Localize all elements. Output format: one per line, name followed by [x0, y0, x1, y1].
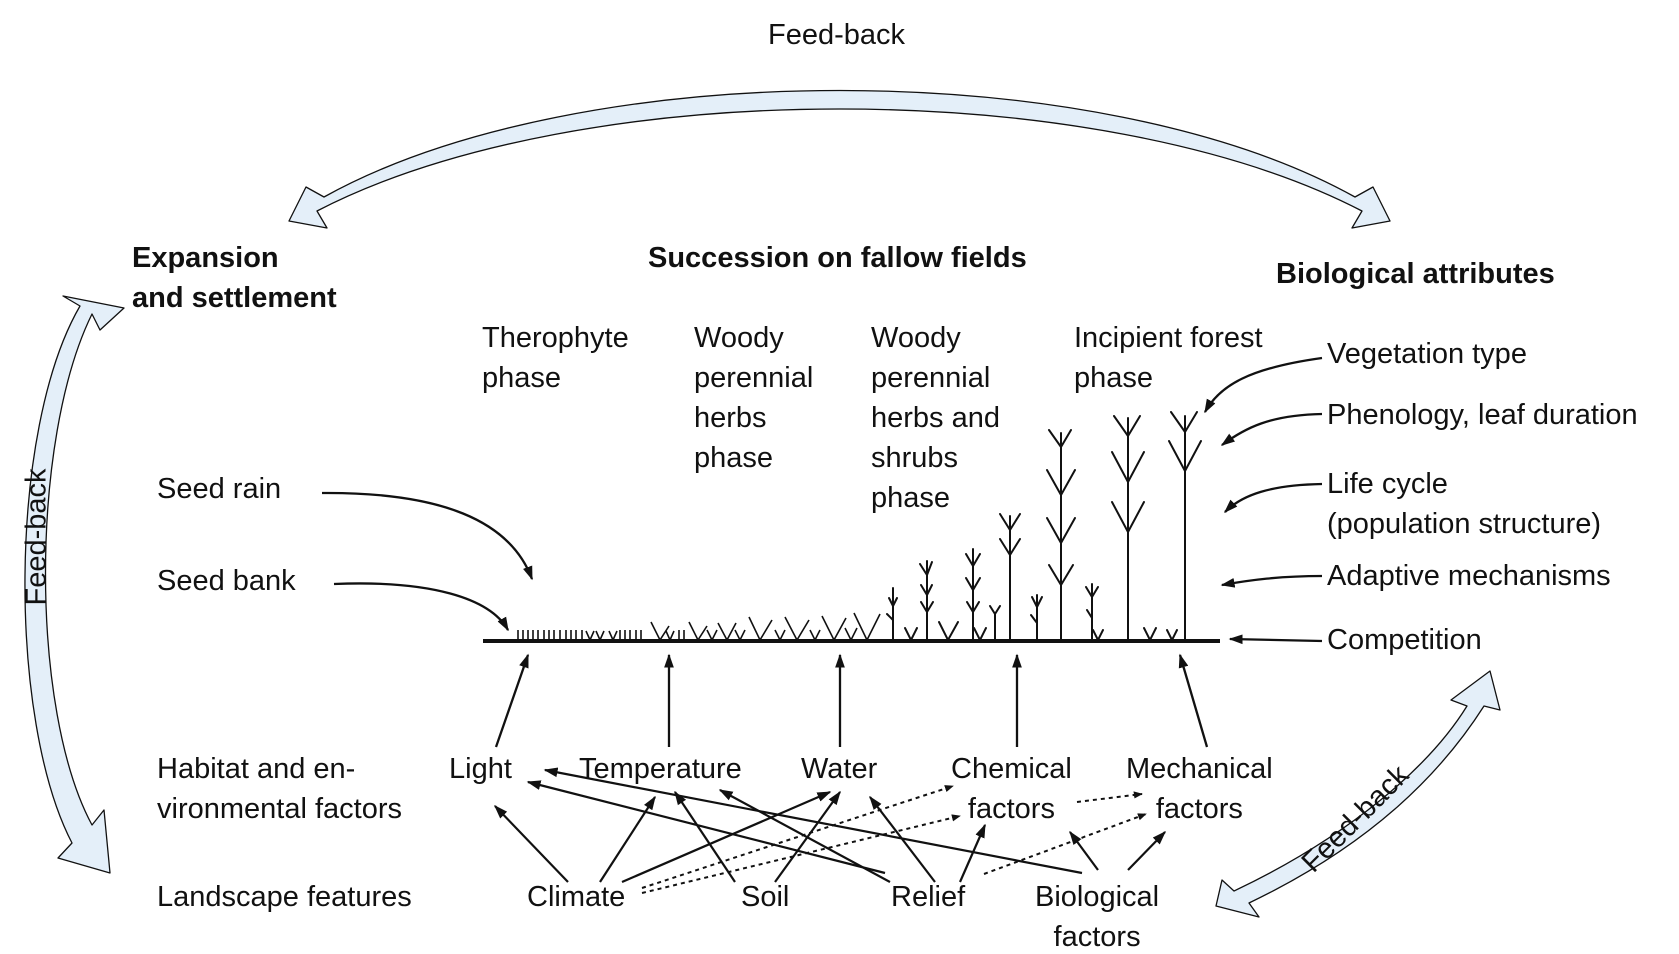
- habitat-row-label: Habitat and en- vironmental factors: [157, 753, 402, 825]
- factor-chemical: Chemical factors: [951, 753, 1072, 825]
- heading-succession: Succession on fallow fields: [648, 242, 1027, 274]
- landscape-climate: Climate: [527, 881, 626, 913]
- dotted-arrows: [641, 785, 1147, 894]
- landscape-soil: Soil: [741, 881, 790, 913]
- phase-label-incipient-forest: Incipient forest phase: [1074, 322, 1263, 394]
- heading-biological: Biological attributes: [1276, 258, 1555, 290]
- factor-water: Water: [801, 753, 878, 785]
- phase-label-woody-herbs: Woody perennial herbs phase: [694, 322, 814, 474]
- factor-mechanical: Mechanical factors: [1126, 753, 1273, 825]
- plant-silhouettes: [886, 411, 1202, 641]
- seed-rain-arrow: [321, 491, 534, 581]
- factor-to-ground-arrows: [494, 653, 1209, 748]
- bio-life-cycle: Life cycle (population structure): [1327, 468, 1602, 540]
- therophyte-marks: [517, 612, 881, 641]
- factor-light: Light: [449, 753, 512, 785]
- feedback-label-top: Feed-back: [768, 19, 906, 51]
- factor-temperature: Temperature: [579, 753, 742, 785]
- life-cycle-arrow: [1224, 482, 1323, 513]
- landscape-biological: Biological factors: [1035, 881, 1160, 953]
- competition-arrow: [1228, 634, 1323, 645]
- vegetation-type-arrow: [1203, 356, 1323, 414]
- heading-expansion: Expansion and settlement: [132, 242, 337, 314]
- seed-bank-label: Seed bank: [157, 565, 296, 597]
- bio-phenology: Phenology, leaf duration: [1327, 399, 1638, 431]
- feedback-arrow-top: [288, 89, 1391, 229]
- bio-competition: Competition: [1327, 624, 1482, 656]
- phase-label-woody-shrubs: Woody perennial herbs and shrubs phase: [871, 322, 1000, 514]
- phenology-arrow: [1220, 412, 1323, 446]
- landscape-to-factor-arrows: [494, 767, 1166, 884]
- bio-adaptive: Adaptive mechanisms: [1327, 560, 1611, 592]
- landscape-relief: Relief: [891, 881, 966, 913]
- seed-rain-label: Seed rain: [157, 473, 282, 505]
- bio-vegetation-type: Vegetation type: [1327, 338, 1527, 370]
- phase-label-therophyte: Therophyte phase: [482, 322, 629, 394]
- feedback-label-left: Feed-back: [20, 468, 53, 606]
- landscape-row-label: Landscape features: [157, 881, 412, 913]
- feedback-arrow-left: [24, 295, 125, 874]
- seed-bank-arrow: [333, 582, 510, 632]
- adaptive-arrow: [1220, 574, 1323, 588]
